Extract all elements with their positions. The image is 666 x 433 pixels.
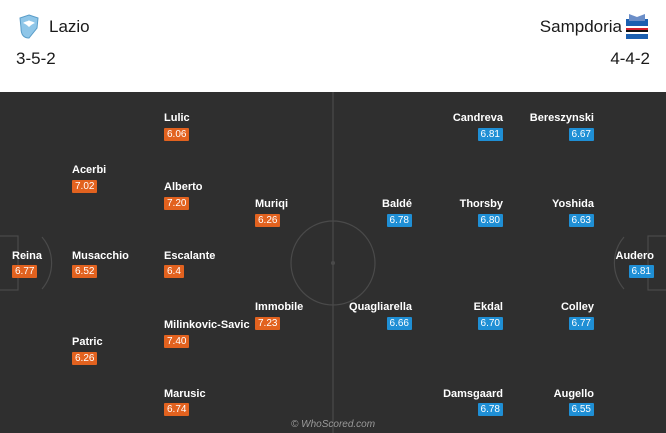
player-name: Thorsby bbox=[459, 198, 503, 210]
lazio-eagle-crest-icon bbox=[19, 14, 39, 39]
away-team-name: Sampdoria bbox=[539, 17, 622, 36]
player-rating: 6.55 bbox=[568, 403, 594, 416]
away-formation: 4-4-2 bbox=[610, 49, 650, 68]
player-name: Musacchio bbox=[72, 250, 129, 262]
player-rating: 6.74 bbox=[164, 403, 190, 416]
player-rating: 6.06 bbox=[164, 128, 190, 141]
player-name: Bereszynski bbox=[529, 112, 594, 124]
player-rating: 6.26 bbox=[255, 214, 281, 227]
player-rating: 6.4 bbox=[164, 265, 184, 278]
player-name: Milinkovic-Savic bbox=[164, 319, 250, 331]
player-rating: 6.70 bbox=[477, 317, 503, 330]
pitch-lines bbox=[0, 92, 666, 433]
player-name: Patric bbox=[72, 336, 103, 348]
player-name: Quagliarella bbox=[349, 301, 412, 313]
player-rating: 6.78 bbox=[386, 214, 412, 227]
player-name: Reina bbox=[12, 250, 42, 262]
player-name: Baldé bbox=[382, 198, 412, 210]
player-rating: 6.80 bbox=[477, 214, 503, 227]
player-rating: 7.40 bbox=[164, 335, 190, 348]
player-name: Ekdal bbox=[473, 301, 503, 313]
player-name: Lulic bbox=[164, 112, 190, 124]
player-rating: 7.02 bbox=[72, 180, 98, 193]
player-rating: 6.78 bbox=[477, 403, 503, 416]
player-rating: 6.63 bbox=[568, 214, 594, 227]
player-name: Damsgaard bbox=[443, 388, 503, 400]
player-name: Marusic bbox=[164, 388, 206, 400]
watermark: © WhoScored.com bbox=[291, 419, 376, 430]
player-name: Immobile bbox=[255, 301, 304, 313]
match-header: Lazio 3-5-2 Sampdoria 4-4-2 bbox=[0, 0, 666, 92]
player-name: Colley bbox=[560, 301, 594, 313]
player-rating: 6.81 bbox=[477, 128, 503, 141]
player-name: Alberto bbox=[164, 181, 203, 193]
home-formation: 3-5-2 bbox=[16, 49, 56, 68]
player-rating: 7.20 bbox=[164, 197, 190, 210]
sampdoria-crest-icon bbox=[626, 14, 648, 39]
pitch bbox=[0, 92, 666, 433]
player-name: Augello bbox=[553, 388, 594, 400]
player-name: Escalante bbox=[164, 250, 216, 262]
player-name: Muriqi bbox=[255, 198, 288, 210]
player-rating: 7.23 bbox=[255, 317, 281, 330]
player-rating: 6.26 bbox=[72, 352, 98, 365]
player-name: Acerbi bbox=[72, 164, 107, 176]
player-name: Yoshida bbox=[552, 198, 594, 210]
player-rating: 6.81 bbox=[628, 265, 654, 278]
player-rating: 6.77 bbox=[568, 317, 594, 330]
player-rating: 6.77 bbox=[12, 265, 38, 278]
player-rating: 6.66 bbox=[386, 317, 412, 330]
player-name: Candreva bbox=[452, 112, 503, 124]
home-team-name: Lazio bbox=[49, 17, 90, 36]
player-rating: 6.52 bbox=[72, 265, 98, 278]
player-name: Audero bbox=[615, 250, 655, 262]
player-rating: 6.67 bbox=[568, 128, 594, 141]
